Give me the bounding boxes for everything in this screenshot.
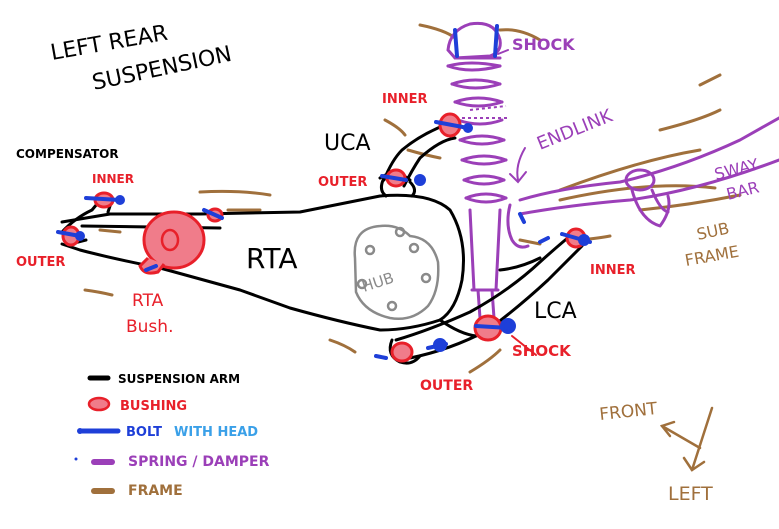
spring-damper bbox=[446, 21, 508, 320]
label-front: FRONT bbox=[598, 399, 658, 425]
label-shock-bottom: SHOCK bbox=[512, 342, 572, 360]
legend-label-bolt: BOLT bbox=[126, 425, 162, 440]
label-lca-outer: OUTER bbox=[420, 378, 473, 394]
legend-label-bolt-head: WITH HEAD bbox=[174, 425, 258, 440]
label-uca-outer: OUTER bbox=[318, 175, 367, 190]
label-rta-bush-2: Bush. bbox=[126, 317, 173, 337]
label-sub-frame-1: SUB bbox=[695, 218, 731, 243]
hub bbox=[353, 224, 440, 320]
compass bbox=[659, 406, 714, 472]
rta-bushing bbox=[138, 210, 206, 275]
label-sway-2: BAR bbox=[724, 177, 761, 203]
legend-label-arm: SUSPENSION ARM bbox=[118, 372, 240, 386]
label-lca: LCA bbox=[534, 299, 577, 324]
legend-label-frame: FRAME bbox=[128, 483, 183, 499]
label-rta-bush-1: RTA bbox=[132, 291, 164, 311]
legend-mark-bushing bbox=[87, 396, 111, 412]
text-labels: LEFT REAR SUSPENSION COMPENSATOR INNER O… bbox=[16, 21, 761, 505]
label-compensator-outer: OUTER bbox=[16, 255, 65, 270]
bolts bbox=[56, 24, 592, 360]
pointer-arrows bbox=[497, 49, 537, 356]
label-uca-inner: INNER bbox=[382, 92, 428, 107]
sway-bar bbox=[506, 116, 779, 249]
legend-label-bushing: BUSHING bbox=[120, 399, 187, 414]
label-left: LEFT bbox=[668, 483, 713, 505]
label-uca: UCA bbox=[324, 131, 371, 156]
label-rta: RTA bbox=[246, 242, 298, 275]
label-sub-frame-2: FRAME bbox=[683, 242, 740, 270]
bushing-lca-outer bbox=[390, 341, 414, 363]
label-endlink: ENDLINK bbox=[534, 105, 617, 155]
label-compensator: COMPENSATOR bbox=[16, 147, 119, 161]
legend-label-spring: SPRING / DAMPER bbox=[128, 454, 270, 470]
damper-rod bbox=[462, 105, 508, 119]
legend-marks bbox=[74, 375, 121, 494]
label-compensator-inner: INNER bbox=[92, 172, 134, 186]
label-hub: HUB bbox=[360, 269, 397, 296]
label-lca-inner: INNER bbox=[590, 263, 636, 278]
label-shock-top: SHOCK bbox=[512, 35, 575, 54]
